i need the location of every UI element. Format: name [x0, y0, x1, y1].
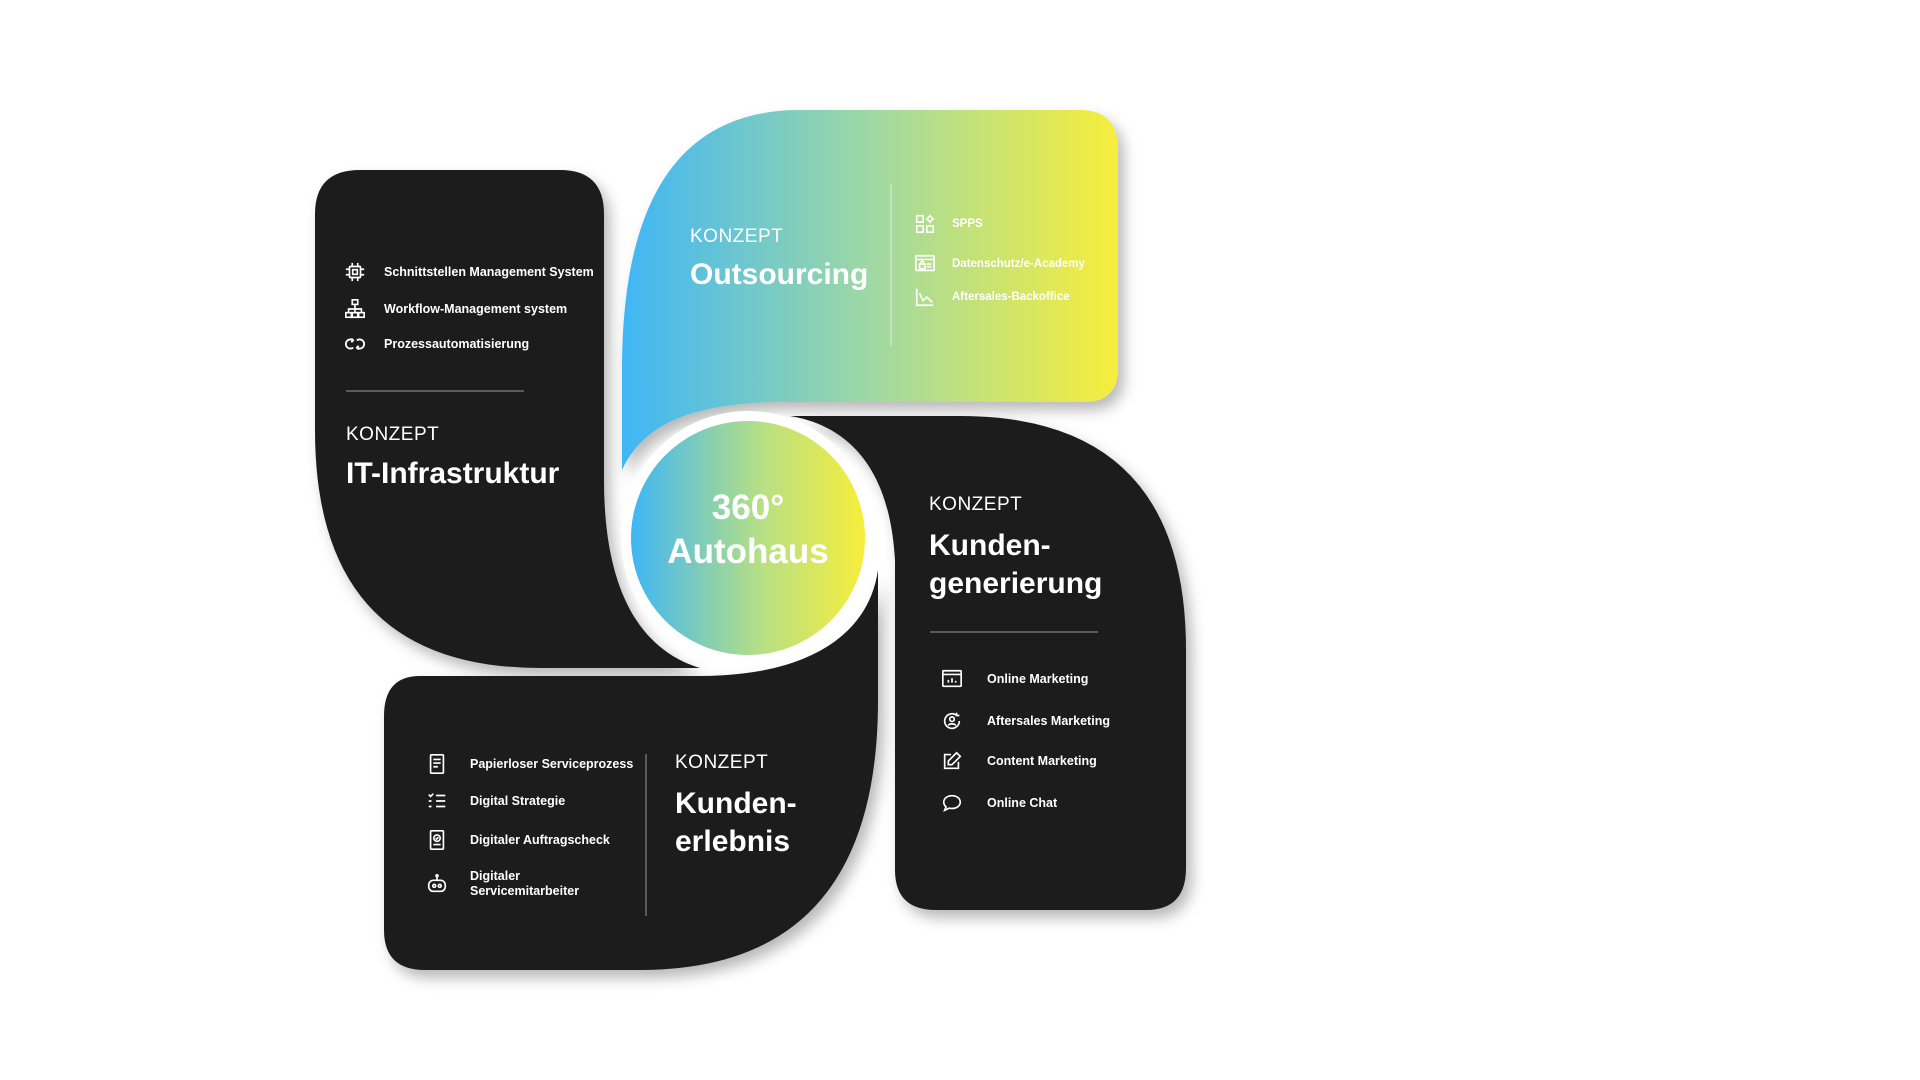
title-it-infrastruktur: IT-Infrastruktur: [346, 457, 560, 490]
item-digitaler-auftragscheck: Digitaler Auftragscheck: [426, 829, 610, 851]
chat-bubble-icon: [941, 792, 963, 814]
chip-icon: [344, 261, 366, 283]
hierarchy-icon: [344, 298, 366, 320]
item-label: Papierloser Serviceprozess: [470, 756, 634, 771]
item-label: Online Marketing: [987, 671, 1089, 686]
item-label: Content Marketing: [987, 753, 1097, 768]
title-line2: generierung: [929, 567, 1103, 600]
title-line2: erlebnis: [675, 825, 791, 858]
item-label: Aftersales Marketing: [987, 713, 1110, 728]
item-online-marketing: Online Marketing: [941, 668, 1088, 690]
item-label: Workflow-Management system: [384, 301, 568, 316]
title-line1: Kunden-: [929, 529, 1051, 562]
item-workflow: Workflow-Management system: [344, 298, 567, 320]
browser-chart-icon: [941, 668, 963, 690]
item-label: Schnittstellen Management System: [384, 264, 594, 279]
panel-kundenerlebnis: [384, 570, 878, 970]
item-label-line1: Digitaler: [470, 869, 521, 883]
center-title: 360° Autohaus: [628, 486, 868, 574]
edit-icon: [941, 750, 963, 772]
item-online-chat: Online Chat: [941, 792, 1057, 814]
item-schnittstellen: Schnittstellen Management System: [344, 261, 594, 283]
item-label: Online Chat: [987, 795, 1058, 810]
kicker-kundenerlebnis: KONZEPT: [675, 752, 769, 773]
item-datenschutz: Datenschutz/e-Academy: [914, 253, 1085, 275]
item-label: Datenschutz/e-Academy: [952, 257, 1085, 270]
center-circle: [631, 421, 865, 655]
item-aftersales-backoffice: Aftersales-Backoffice: [914, 286, 1070, 308]
item-aftersales-marketing: Aftersales Marketing: [941, 710, 1110, 732]
robot-icon: [426, 873, 448, 895]
title-line1: Kunden-: [675, 787, 797, 820]
center-title-line2: Autohaus: [667, 532, 829, 571]
item-spps: SPPS: [914, 213, 983, 235]
user-cycle-icon: [941, 710, 963, 732]
checklist-icon: [426, 790, 448, 812]
kicker-outsourcing: KONZEPT: [690, 226, 784, 247]
kicker-kundengenerierung: KONZEPT: [929, 494, 1023, 515]
document-check-icon: [426, 829, 448, 851]
item-content-marketing: Content Marketing: [941, 750, 1097, 772]
center-title-line1: 360°: [711, 488, 785, 527]
kicker-it: KONZEPT: [346, 424, 440, 445]
panel-it-infrastruktur: [315, 170, 700, 668]
panel-outsourcing: [622, 110, 1118, 470]
item-digitaler-servicemitarbeiter: Digitaler Servicemitarbeiter: [426, 869, 579, 899]
item-prozessautomatisierung: Prozessautomatisierung: [344, 333, 529, 355]
panel-kundengenerierung: [790, 416, 1186, 910]
title-outsourcing: Outsourcing: [690, 258, 869, 291]
item-label: Digital Strategie: [470, 793, 566, 808]
item-label: SPPS: [952, 217, 983, 230]
lock-browser-icon: [914, 253, 936, 275]
item-label: Prozessautomatisierung: [384, 336, 530, 351]
gear-grid-icon: [914, 213, 936, 235]
item-label: Aftersales-Backoffice: [952, 290, 1070, 303]
item-label: Digitaler Servicemitarbeiter: [470, 869, 579, 899]
cycle-arrows-icon: [344, 333, 366, 355]
title-kundengenerierung: Kunden- generierung: [929, 527, 1102, 603]
item-papierloser-serviceprozess: Papierloser Serviceprozess: [426, 753, 633, 775]
item-digital-strategie: Digital Strategie: [426, 790, 565, 812]
title-kundenerlebnis: Kunden- erlebnis: [675, 785, 797, 861]
item-label-line2: Servicemitarbeiter: [470, 884, 580, 898]
document-icon: [426, 753, 448, 775]
item-label: Digitaler Auftragscheck: [470, 832, 610, 847]
chart-line-icon: [914, 286, 936, 308]
